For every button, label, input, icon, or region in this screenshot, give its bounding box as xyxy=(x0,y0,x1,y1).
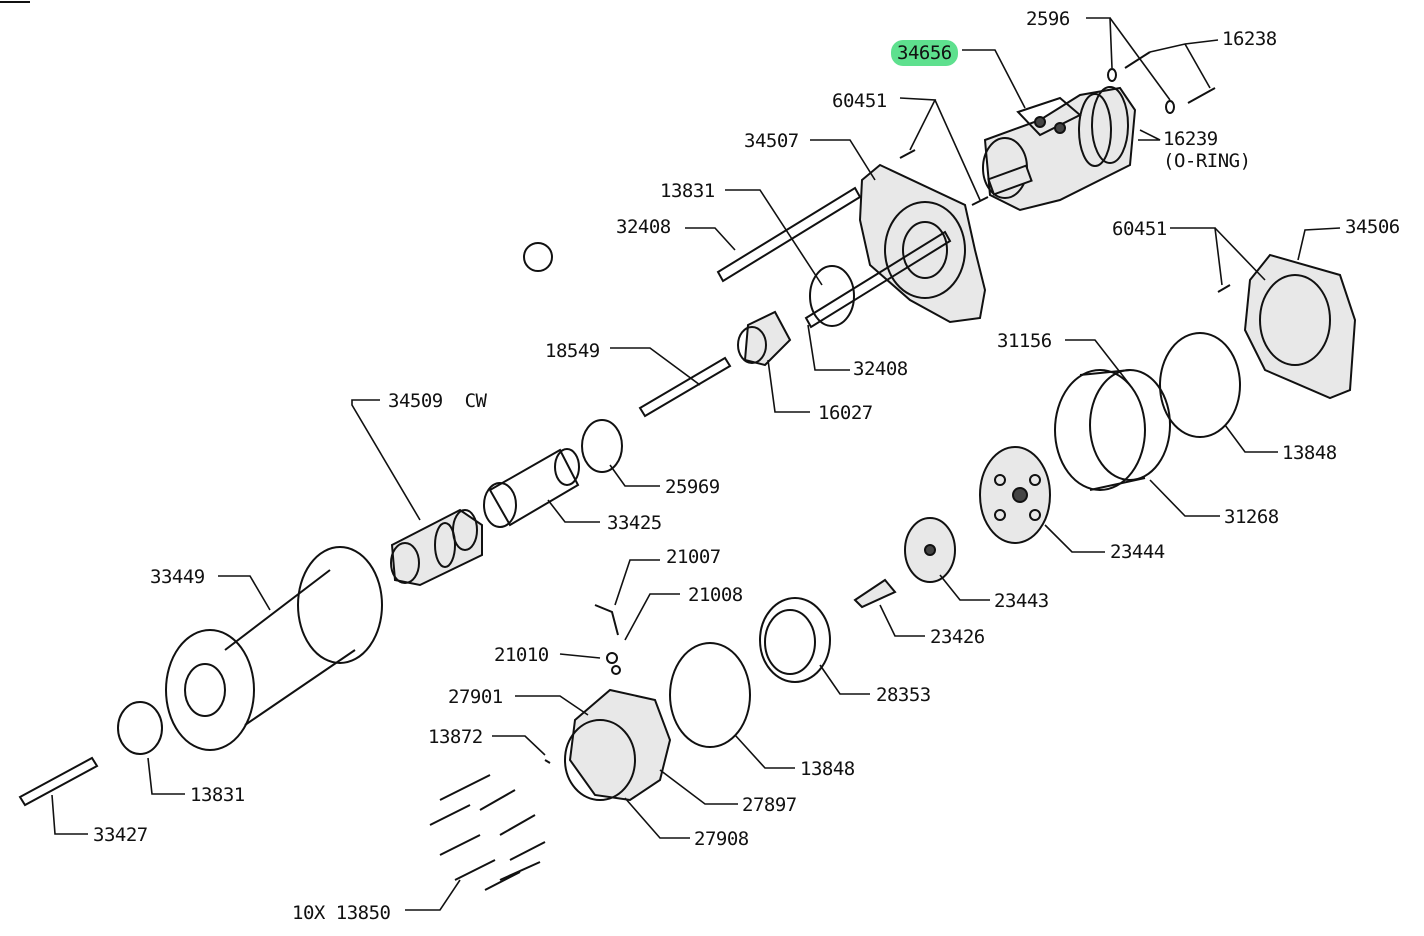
label-28353: 28353 xyxy=(876,684,931,706)
label-16239-oring: (O-RING) xyxy=(1163,150,1251,172)
label-18549: 18549 xyxy=(545,340,600,362)
label-13850-10x: 10X 13850 xyxy=(292,902,391,924)
label-16239: 16239 xyxy=(1163,128,1218,150)
label-27901: 27901 xyxy=(448,686,503,708)
ring-gear-31268-part xyxy=(1054,369,1171,491)
label-21010: 21010 xyxy=(494,644,549,666)
label-21008: 21008 xyxy=(688,584,743,606)
sleeve-33425-part xyxy=(483,448,580,528)
label-34507: 34507 xyxy=(744,130,799,152)
shaft-32408-part xyxy=(716,186,952,329)
label-16027: 16027 xyxy=(818,402,873,424)
coupler-16027-part xyxy=(737,310,792,367)
label-32408-mid: 32408 xyxy=(853,358,908,380)
valve-fittings-part xyxy=(594,604,621,675)
center-mark-circle xyxy=(523,242,553,272)
label-13872: 13872 xyxy=(428,726,483,748)
label-21007: 21007 xyxy=(666,546,721,568)
label-34509-cw: 34509 CW xyxy=(388,390,487,412)
label-13848-lower: 13848 xyxy=(800,758,855,780)
label-60451-right: 60451 xyxy=(1112,218,1167,240)
pin-33427-part xyxy=(18,756,99,807)
label-23443: 23443 xyxy=(994,590,1049,612)
small-screws-part xyxy=(899,149,1231,293)
label-27908: 27908 xyxy=(694,828,749,850)
label-33427: 33427 xyxy=(93,824,148,846)
drum-33449-part xyxy=(165,546,383,751)
label-2596: 2596 xyxy=(1026,8,1070,30)
gasket-13848-upper-part xyxy=(1159,332,1241,438)
bolts-13850-part xyxy=(429,759,551,891)
ring-13831-part xyxy=(809,265,855,327)
label-33449: 33449 xyxy=(150,566,205,588)
label-13831-lower: 13831 xyxy=(190,784,245,806)
leader-lines xyxy=(51,17,1341,911)
label-25969: 25969 xyxy=(665,476,720,498)
label-23426: 23426 xyxy=(930,626,985,648)
label-23444: 23444 xyxy=(1110,541,1165,563)
bushing-13831-part xyxy=(117,701,163,755)
label-27897: 27897 xyxy=(742,794,797,816)
gasket-13848-lower-part xyxy=(669,642,751,748)
clip-25969-part xyxy=(581,419,623,473)
label-13848-upper: 13848 xyxy=(1282,442,1337,464)
label-31156: 31156 xyxy=(997,330,1052,352)
label-32408-top: 32408 xyxy=(616,216,671,238)
carrier-23443-part xyxy=(904,517,956,583)
label-60451-top: 60451 xyxy=(832,90,887,112)
hydraulic-motor-part xyxy=(982,86,1137,212)
label-31268: 31268 xyxy=(1224,506,1279,528)
ring-28353-part xyxy=(759,597,831,683)
end-bearing-34507-part xyxy=(858,163,987,324)
label-13831-top: 13831 xyxy=(660,180,715,202)
label-34506: 34506 xyxy=(1345,216,1400,238)
housing-27901-part xyxy=(564,688,672,802)
rod-18549-part xyxy=(638,356,732,418)
label-34656-highlighted: 34656 xyxy=(891,40,958,66)
sun-gear-23426-part xyxy=(853,578,897,609)
label-16238: 16238 xyxy=(1222,28,1277,50)
motor-bolts-part xyxy=(1107,51,1216,114)
brake-34509-part xyxy=(390,508,483,587)
end-plate-34506-part xyxy=(1243,253,1357,400)
carrier-23444-part xyxy=(979,446,1051,544)
label-33425: 33425 xyxy=(607,512,662,534)
